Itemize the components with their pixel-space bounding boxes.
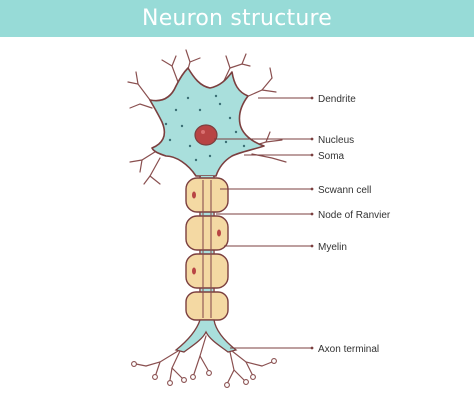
label-soma: Soma: [318, 151, 345, 162]
label-dendrite: Dendrite: [318, 94, 356, 105]
label-node-of-ranvier: Node of Ranvier: [318, 210, 391, 221]
leader-lines: [214, 97, 312, 349]
label-myelin: Myelin: [318, 242, 347, 253]
label-nucleus: Nucleus: [318, 135, 354, 146]
axon-terminal-trunk: [174, 319, 238, 353]
synaptic-knobs: [131, 358, 277, 388]
axon-terminal-branches: [135, 335, 273, 383]
schwann-nuclei: [192, 191, 221, 275]
cytoplasm-dots: [164, 94, 246, 162]
title-banner: Neuron structure: [0, 0, 474, 37]
myelin-axon-line: [202, 180, 212, 318]
nucleus-shape: [194, 124, 218, 146]
label-schwann-cell: Scwann cell: [318, 185, 371, 196]
leader-line-dots: [310, 96, 314, 350]
soma-shape: [149, 67, 265, 177]
nucleolus-dot: [201, 130, 205, 134]
page-title: Neuron structure: [142, 6, 332, 31]
myelin-sheaths: [185, 177, 229, 321]
label-axon-terminal: Axon terminal: [318, 344, 379, 355]
